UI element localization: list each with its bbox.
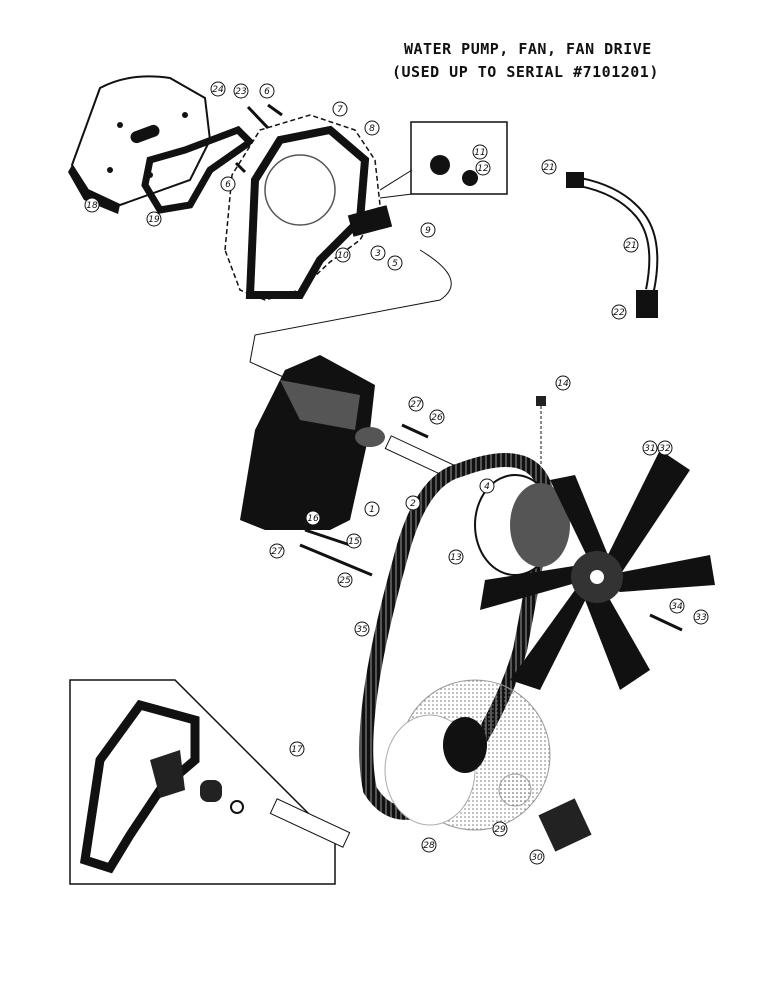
svg-text:22: 22 <box>613 308 625 318</box>
svg-text:7: 7 <box>337 105 343 115</box>
callout-21a: 21 <box>541 159 557 175</box>
svg-text:28: 28 <box>423 841 435 851</box>
callout-16: 16 <box>305 510 321 526</box>
callout-11: 11 <box>472 144 488 160</box>
svg-text:23: 23 <box>235 87 247 97</box>
callout-10: 10 <box>335 247 351 263</box>
svg-text:6: 6 <box>264 87 270 97</box>
bolts <box>234 103 683 632</box>
svg-text:12: 12 <box>477 164 489 174</box>
crank-bolt-tool <box>538 798 592 852</box>
callout-32: 32 <box>657 440 673 456</box>
svg-text:25: 25 <box>339 576 351 586</box>
callout-17: 17 <box>289 741 305 757</box>
svg-text:11: 11 <box>474 148 485 158</box>
callout-6b: 6 <box>220 176 236 192</box>
svg-text:27: 27 <box>271 547 283 557</box>
inset-box-pump-kit <box>69 679 336 885</box>
callout-1: 1 <box>364 501 380 517</box>
callout-23: 23 <box>233 83 249 99</box>
callout-5: 5 <box>387 255 403 271</box>
callout-15: 15 <box>346 533 362 549</box>
svg-text:16: 16 <box>307 514 319 524</box>
callout-18: 18 <box>84 197 100 213</box>
svg-text:2: 2 <box>410 499 416 509</box>
callout-3: 3 <box>370 245 386 261</box>
leader-line <box>249 249 452 381</box>
grease-fitting <box>536 396 546 406</box>
svg-text:18: 18 <box>86 201 98 211</box>
callout-22: 22 <box>611 304 627 320</box>
callout-31: 31 <box>642 440 658 456</box>
svg-text:21: 21 <box>625 241 636 251</box>
svg-text:29: 29 <box>494 825 506 835</box>
callout-4: 4 <box>479 478 495 494</box>
svg-text:35: 35 <box>356 625 368 635</box>
cover-gasket <box>141 125 256 214</box>
callout-6a: 6 <box>259 83 275 99</box>
svg-text:33: 33 <box>695 613 707 623</box>
callout-27a: 27 <box>408 396 424 412</box>
callout-33: 33 <box>693 609 709 625</box>
callout-35: 35 <box>354 621 370 637</box>
svg-text:14: 14 <box>557 379 569 389</box>
callout-21b: 21 <box>623 237 639 253</box>
callout-labels: 1 2 3 4 5 6 6 7 8 9 10 11 12 13 14 15 16… <box>84 81 709 865</box>
svg-text:21: 21 <box>543 163 554 173</box>
svg-text:8: 8 <box>369 124 375 134</box>
callout-7: 7 <box>332 101 348 117</box>
svg-text:6: 6 <box>225 180 231 190</box>
callout-26: 26 <box>429 409 445 425</box>
callout-2: 2 <box>405 495 421 511</box>
svg-text:34: 34 <box>671 602 683 612</box>
callout-14: 14 <box>555 375 571 391</box>
diagram-title-line2: (USED UP TO SERIAL #7101201) <box>392 63 659 81</box>
callout-19: 19 <box>146 211 162 227</box>
callout-24: 24 <box>210 81 226 97</box>
svg-text:9: 9 <box>425 226 431 236</box>
svg-text:26: 26 <box>431 413 443 423</box>
diagram-title-line1: WATER PUMP, FAN, FAN DRIVE <box>404 40 652 58</box>
svg-text:4: 4 <box>484 482 490 492</box>
callout-29: 29 <box>492 821 508 837</box>
water-hose <box>566 172 659 318</box>
pump-housing <box>240 355 385 530</box>
timing-cover-plate <box>68 75 212 214</box>
callout-12: 12 <box>475 160 491 176</box>
seal-detail <box>379 155 478 199</box>
pump-repair-kit <box>79 699 351 874</box>
svg-text:3: 3 <box>375 249 381 259</box>
svg-text:24: 24 <box>212 85 224 95</box>
svg-text:27: 27 <box>410 400 422 410</box>
callout-25: 25 <box>337 572 353 588</box>
inset-box-seal <box>410 121 508 195</box>
callout-27b: 27 <box>269 543 285 559</box>
svg-text:10: 10 <box>337 251 349 261</box>
fan <box>480 450 715 690</box>
callout-8: 8 <box>364 120 380 136</box>
svg-text:32: 32 <box>659 444 671 454</box>
callout-30: 30 <box>529 849 545 865</box>
callout-label-1: 1 <box>369 505 375 515</box>
svg-text:19: 19 <box>148 215 160 225</box>
svg-text:31: 31 <box>644 444 655 454</box>
svg-text:17: 17 <box>291 745 303 755</box>
svg-text:30: 30 <box>531 853 543 863</box>
callout-13: 13 <box>448 549 464 565</box>
svg-text:15: 15 <box>348 537 360 547</box>
callout-9: 9 <box>420 222 436 238</box>
crankshaft-pulley <box>384 679 551 831</box>
fan-drive-pulley <box>474 474 570 576</box>
callout-28: 28 <box>421 837 437 853</box>
svg-text:13: 13 <box>450 553 462 563</box>
svg-text:5: 5 <box>392 259 398 269</box>
callout-34: 34 <box>669 598 685 614</box>
